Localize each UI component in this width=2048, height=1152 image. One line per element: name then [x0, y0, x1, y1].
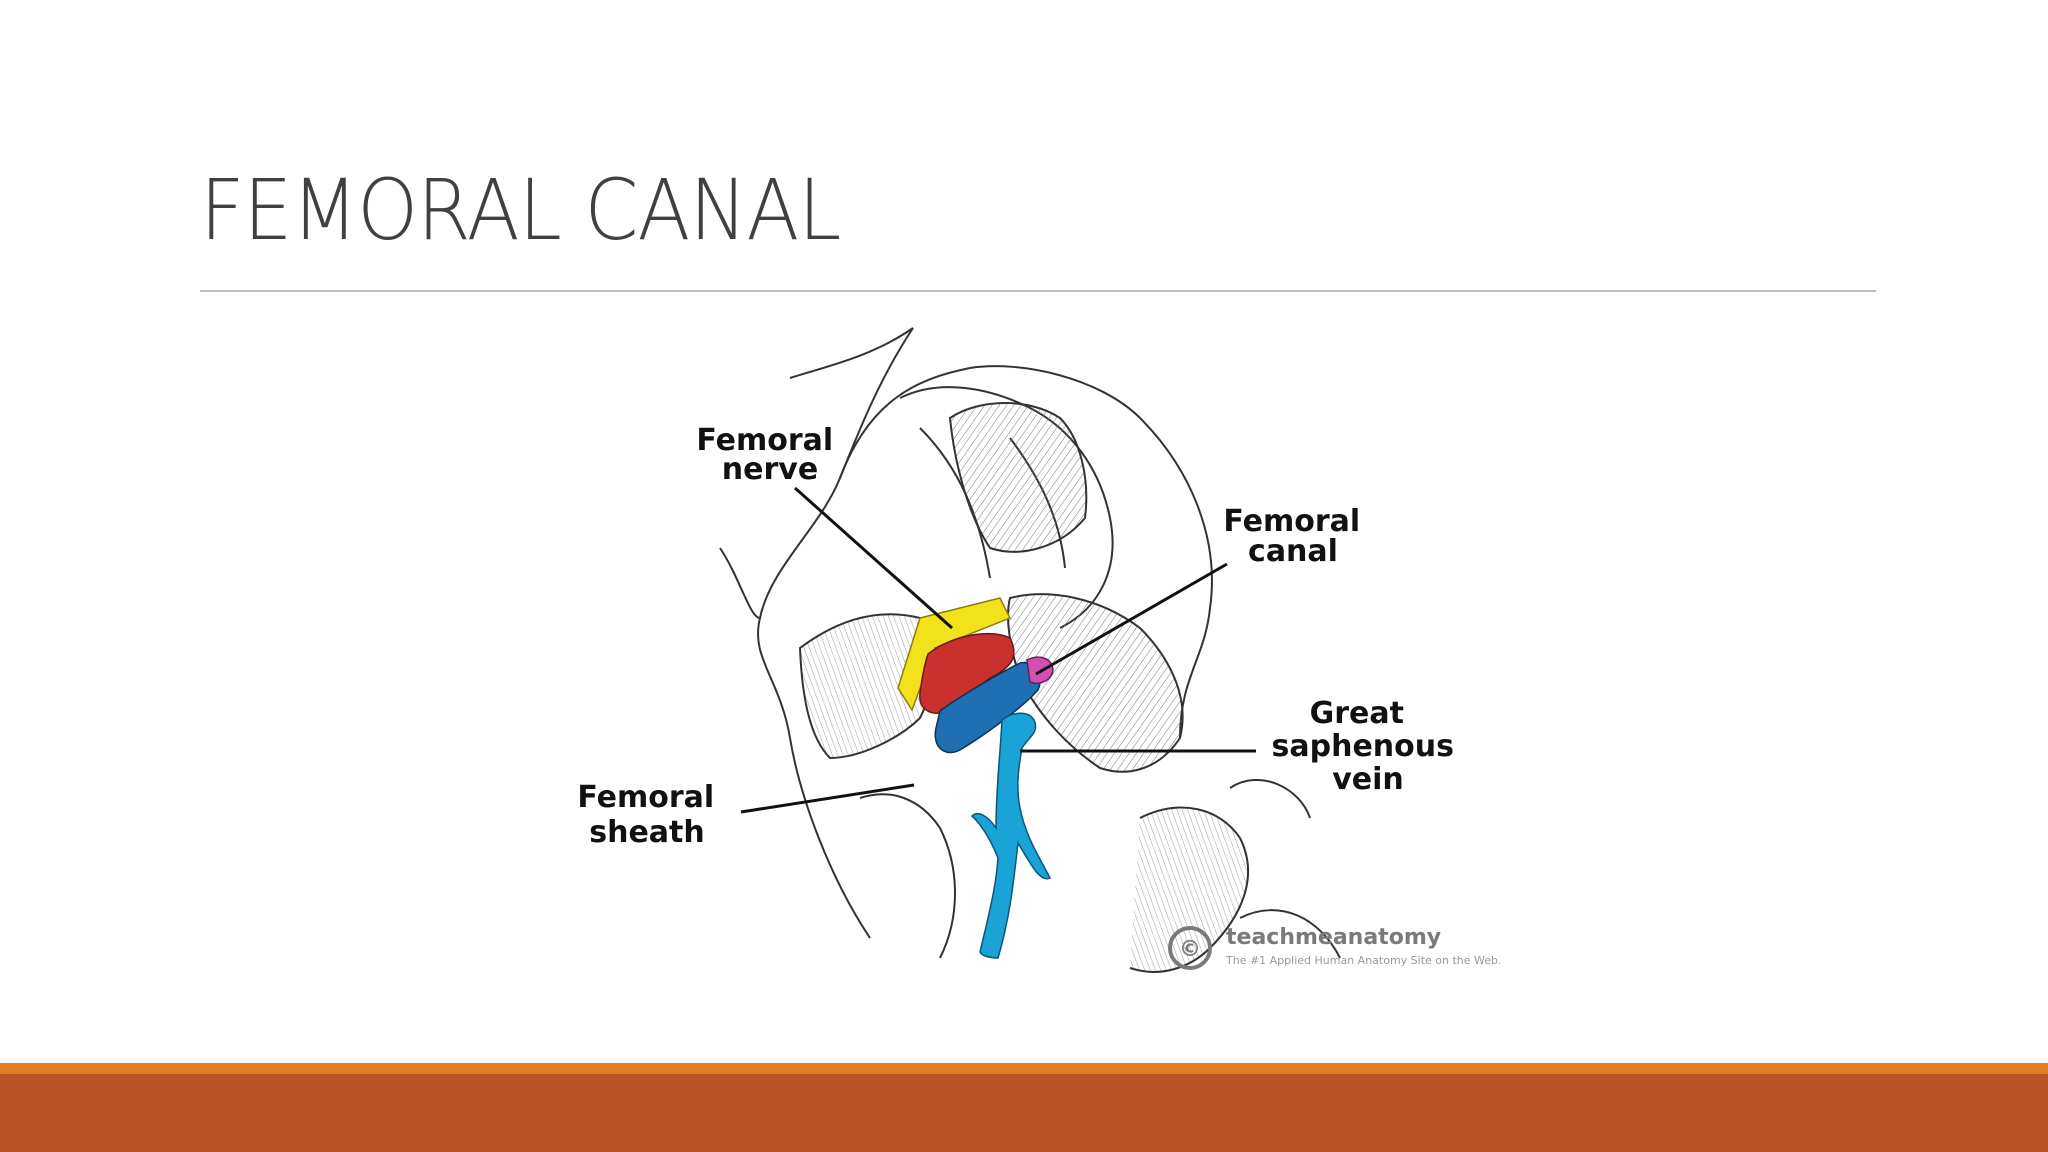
label-femoral-nerve: Femoral nerve	[696, 423, 843, 487]
footer-accent-stripe	[0, 1063, 2048, 1074]
femoral-artery-structure	[919, 632, 1015, 714]
leader-femoral-canal	[1035, 562, 1228, 676]
copyright-symbol: ©	[1179, 937, 1201, 962]
watermark-name: teachmeanatomy	[1226, 925, 1441, 950]
label-great-saphenous-vein: Great saphenous vein	[1272, 696, 1465, 797]
title-divider	[200, 290, 1876, 292]
femoral-vein-structure	[934, 661, 1042, 754]
femoral-canal-illustration: Femoral nerve Femoral canal Great saphen…	[577, 327, 1500, 973]
thigh-sketch	[719, 327, 1341, 973]
copyright-icon	[1168, 926, 1212, 970]
watermark: © teachmeanatomy The #1 Applied Human An…	[1168, 925, 1500, 970]
anatomy-figure: Femoral nerve Femoral canal Great saphen…	[540, 318, 1500, 1058]
leader-lines	[740, 486, 1256, 814]
great-saphenous-vein-structure	[970, 712, 1052, 959]
label-femoral-sheath: Femoral sheath	[577, 780, 724, 850]
slide-title: FEMORAL CANAL	[200, 161, 841, 259]
femoral-nerve-structure	[897, 597, 1012, 712]
leader-femoral-sheath	[740, 783, 915, 814]
label-femoral-canal: Femoral canal	[1223, 504, 1370, 569]
leader-femoral-nerve	[794, 486, 953, 630]
footer-bar	[0, 1074, 2048, 1152]
watermark-tagline: The #1 Applied Human Anatomy Site on the…	[1225, 954, 1500, 967]
